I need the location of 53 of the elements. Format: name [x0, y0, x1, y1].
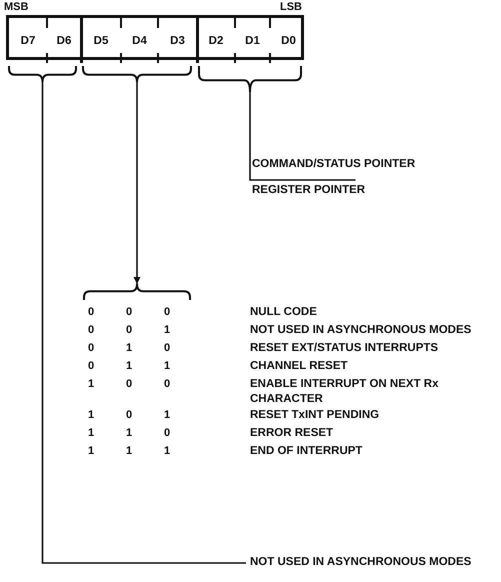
arrow	[134, 82, 140, 284]
bit-label: D3	[170, 34, 185, 48]
bit-value: 0	[162, 426, 172, 440]
bit-label: D0	[281, 34, 296, 48]
bit-value: 1	[124, 426, 134, 440]
bit-value: 1	[162, 323, 172, 337]
curly-brace	[8, 66, 77, 82]
curly-brace	[83, 284, 191, 300]
description-text: NOT USED IN ASYNCHRONOUS MODES	[250, 555, 472, 569]
command-description: RESET EXT/STATUS INTERRUPTS	[250, 341, 440, 356]
bit-value: 1	[86, 408, 96, 422]
bit-value: 1	[124, 359, 134, 373]
bit-label: D7	[20, 34, 36, 48]
description-text: REGISTER POINTER	[252, 183, 366, 197]
bit-value: 0	[162, 305, 172, 319]
command-description: NULL CODE	[250, 305, 318, 320]
description-text: COMMAND/STATUS POINTER	[252, 157, 416, 171]
connector-line	[249, 92, 356, 181]
bit-value: 1	[162, 359, 172, 373]
bit-label: D1	[245, 34, 260, 48]
bit-value: 0	[86, 323, 96, 337]
command-description: ERROR RESET	[250, 426, 334, 441]
msb-label: MSB	[4, 0, 28, 14]
bit-value: 0	[86, 359, 96, 373]
bit-value: 0	[162, 341, 172, 355]
register-box	[6, 15, 304, 60]
bit-value: 1	[162, 408, 172, 422]
bit-value: 0	[124, 323, 134, 337]
bit-value: 0	[86, 341, 96, 355]
bit-value: 0	[162, 377, 172, 391]
connector-line	[42, 82, 246, 564]
bit-value: 1	[86, 426, 96, 440]
curly-brace	[198, 66, 302, 92]
bit-label: D4	[132, 34, 147, 48]
bit-value: 1	[86, 377, 96, 391]
bit-value: 1	[124, 341, 134, 355]
command-description: RESET TxINT PENDING	[250, 408, 380, 423]
bit-label: D2	[208, 34, 224, 48]
bit-value: 1	[124, 444, 134, 458]
command-description: ENABLE INTERRUPT ON NEXT Rx CHARACTER	[250, 377, 440, 407]
bit-value: 0	[86, 305, 96, 319]
command-description: END OF INTERRUPT	[250, 444, 364, 459]
bit-value: 0	[124, 377, 134, 391]
bit-value: 0	[124, 408, 134, 422]
command-description: NOT USED IN ASYNCHRONOUS MODES	[250, 323, 472, 338]
lsb-label: LSB	[280, 0, 302, 14]
bit-value: 1	[162, 444, 172, 458]
curly-brace	[82, 66, 192, 82]
command-description: CHANNEL RESET	[250, 359, 349, 374]
bit-value: 0	[124, 305, 134, 319]
bit-label: D5	[94, 34, 108, 48]
bit-value: 1	[86, 444, 96, 458]
bit-label: D6	[56, 34, 72, 48]
